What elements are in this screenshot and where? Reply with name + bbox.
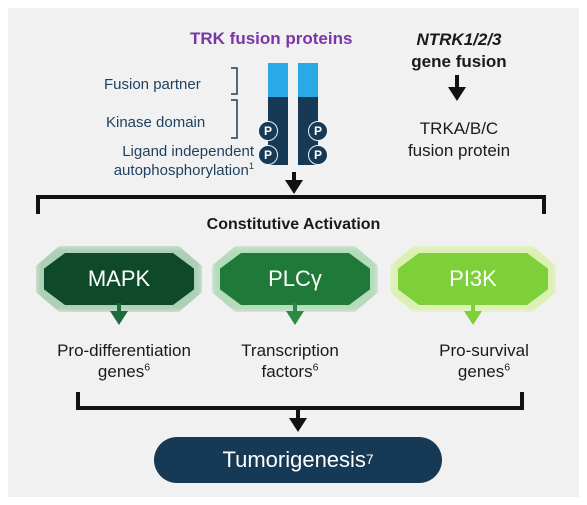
fusion-partner-bar-right [298,63,318,97]
activation-title: Constitutive Activation [206,216,381,233]
fusion-partner-bar-left [268,63,288,97]
pi3k-arrow [464,303,482,325]
mapk-outcome-line2: genes6 [97,361,151,381]
phospho-badge: P [258,121,278,141]
pi3k-outcome-line2: genes6 [457,361,511,381]
mapk-arrow [110,303,128,325]
gene-fusion-label: gene fusion [411,52,507,71]
phospho-badge: P [308,145,328,165]
product-line1: TRKA/B/C [419,119,499,138]
pathway-pi3k: PI3K [398,253,548,305]
kinase-domain-label: Kinase domain [106,114,206,131]
pathway-plcg: PLCγ [220,253,370,305]
ligand-label-line2: autophosphorylation1 [113,161,254,179]
plcg-outcome-line2: factors6 [261,361,319,381]
fusion-partner-label: Fusion partner [104,76,201,93]
plcg-outcome-line1: Transcription [241,341,339,360]
protein-to-activation-arrow [285,172,303,194]
diagram-panel [8,8,579,497]
trk-fusion-title: TRK fusion proteins [190,29,353,48]
phospho-badge: P [308,121,328,141]
ntrk-gene-label: NTRK1/2/3 [416,30,502,49]
plcg-arrow [286,303,304,325]
pathway-mapk: MAPK [44,253,194,305]
gene-to-protein-arrow [448,75,466,101]
activation-bracket [36,195,546,214]
label-brackets [231,67,238,139]
ligand-label-line1: Ligand independent [122,143,254,160]
pi3k-outcome-line1: Pro-survival [439,341,529,360]
product-line2: fusion protein [407,141,511,160]
phospho-badge: P [258,145,278,165]
mapk-outcome-line1: Pro-differentiation [57,341,191,360]
to-tumorigenesis-arrow [289,406,307,432]
